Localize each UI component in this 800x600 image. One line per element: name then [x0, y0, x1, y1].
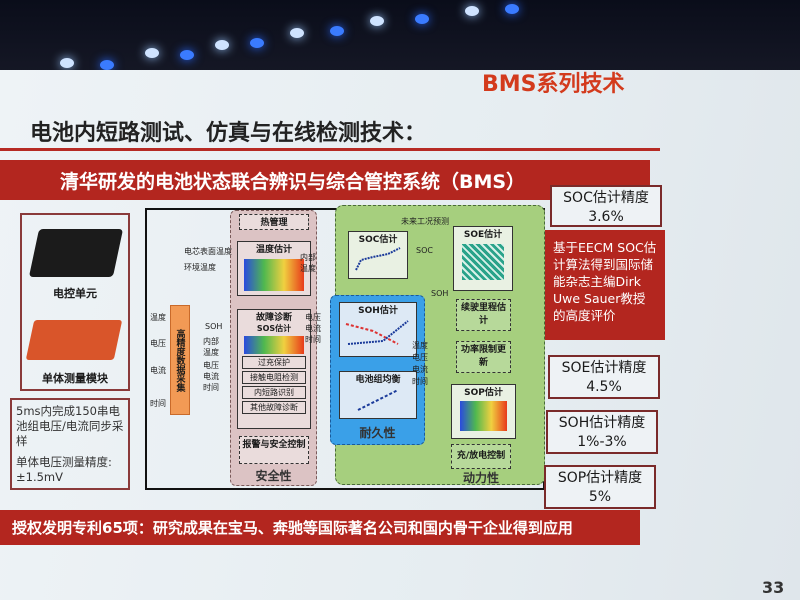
ecu-image: [28, 229, 124, 277]
internal-short: 内短路识别: [242, 386, 306, 399]
soh-estimation: SOH估计: [339, 302, 417, 357]
hardware-panel: 电控单元 单体测量模块: [20, 213, 130, 391]
power-limit-update: 功率限制更新: [456, 341, 511, 373]
fault-diagnosis: 故障诊断 SOS估计 过充保护 接触电阻检测 内短路识别 其他故障诊断: [237, 309, 311, 429]
temp-estimation-label: 温度估计: [255, 245, 292, 255]
sop-accuracy-label: SOP估计精度: [557, 470, 643, 486]
soc-accuracy-label: SOC估计精度: [563, 190, 649, 206]
soe-estimation: SOE估计: [453, 226, 513, 291]
balance-input-time: 时间: [412, 377, 428, 386]
sop-estimation-label: SOP估计: [464, 388, 503, 398]
stage-light: [415, 14, 429, 24]
sop-estimation: SOP估计: [451, 384, 516, 439]
module-image: [25, 320, 123, 360]
overcharge-protection: 过充保护: [242, 356, 306, 369]
fault-diagnosis-label: 故障诊断: [255, 313, 292, 323]
balancing-chart: [357, 389, 399, 411]
soe-estimation-label: SOE估计: [463, 230, 503, 240]
sampling-note: 5ms内完成150串电池组电压/电流同步采样 单体电压测量精度:±1.5mV: [10, 398, 130, 490]
input-temperature: 温度: [150, 313, 166, 322]
soe-accuracy-value: 4.5%: [586, 378, 622, 395]
title-divider: [0, 148, 660, 151]
accuracy-text: 单体电压测量精度:±1.5mV: [16, 454, 112, 484]
slide-title: 电池内短路测试、仿真与在线检测技术：: [30, 121, 427, 146]
thermal-management: 热管理: [239, 214, 309, 230]
soe-accuracy-box: SOE估计精度 4.5%: [548, 355, 660, 399]
ambient-temp: 环境温度: [184, 263, 216, 272]
input-voltage: 电压: [150, 339, 166, 348]
stage-light: [505, 4, 519, 14]
soc-curve: [355, 247, 401, 271]
cell-balancing: 电池组均衡: [339, 371, 417, 419]
module-label: 单体测量模块: [42, 372, 108, 385]
stage-light: [290, 28, 304, 38]
endorsement-box: 基于EECM SOC估计算法得到国际储能杂志主编Dirk Uwe Sauer教授…: [545, 230, 665, 340]
internal-temp-output: 内部温度: [300, 253, 316, 273]
soe-chart: [462, 244, 504, 280]
balance-input-voltage: 电压: [412, 353, 428, 362]
sos-input-time: 时间: [203, 383, 219, 392]
soh-accuracy-label: SOH估计精度: [558, 415, 646, 431]
balance-input-current: 电流: [412, 365, 428, 374]
safety-caption: 安全性: [255, 469, 292, 483]
stage-light: [180, 50, 194, 60]
charge-discharge-control: 充/放电控制: [451, 444, 511, 469]
stage-light: [60, 58, 74, 68]
sos-chart: [244, 336, 304, 354]
soe-accuracy-label: SOE估计精度: [561, 360, 647, 376]
stage-light: [370, 16, 384, 26]
input-current: 电流: [150, 366, 166, 375]
stage-light: [250, 38, 264, 48]
soc-estimation-label: SOC估计: [358, 235, 398, 245]
soh-input-time: 时间: [305, 335, 321, 344]
contact-resistance: 接触电阻检测: [242, 371, 306, 384]
section-banner: 清华研发的电池状态联合辨识与综合管控系统（BMS）: [0, 160, 650, 200]
future-prediction: 未来工况预测: [401, 217, 449, 226]
soh-input-voltage: 电压: [305, 313, 321, 322]
sop-map: [460, 401, 507, 431]
stage-light: [465, 6, 479, 16]
soh-estimation-label: SOH估计: [358, 306, 398, 316]
durability-module: SOH估计 电池组均衡 耐久性: [330, 295, 425, 445]
power-caption: 动力性: [462, 471, 499, 485]
cell-balancing-label: 电池组均衡: [355, 375, 401, 385]
data-acquisition-bar: 高精度数据采集: [170, 305, 190, 415]
stage-light: [145, 48, 159, 58]
other-faults: 其他故障诊断: [242, 401, 306, 414]
soc-accuracy-value: 3.6%: [588, 208, 624, 225]
ecu-label: 电控单元: [53, 287, 97, 300]
stage-light: [100, 60, 114, 70]
sos-input-internal-temp: 内部温度: [203, 337, 219, 357]
stage-light: [215, 40, 229, 50]
sos-label: SOS估计: [256, 324, 292, 333]
surface-temp: 电芯表面温度: [184, 247, 232, 256]
series-title: BMS系列技术: [482, 72, 625, 97]
page-number: 33: [762, 578, 785, 597]
sos-input-voltage: 电压: [203, 361, 219, 370]
sop-accuracy-value: 5%: [588, 488, 612, 505]
sos-input-current: 电流: [203, 372, 219, 381]
soc-accuracy-box: SOC估计精度 3.6%: [550, 185, 662, 227]
soh-accuracy-value: 1%-3%: [577, 433, 627, 450]
stage-light: [330, 26, 344, 36]
soc-link-label: SOC: [416, 246, 433, 255]
sampling-text: 5ms内完成150串电池组电压/电流同步采样: [16, 404, 124, 448]
temp-estimation: 温度估计: [237, 241, 311, 296]
sos-input-soh: SOH: [205, 322, 223, 331]
soh-accuracy-box: SOH估计精度 1%-3%: [546, 410, 658, 454]
input-time: 时间: [150, 399, 166, 408]
footer-banner: 授权发明专利65项：研究成果在宝马、奔驰等国际著名公司和国内骨干企业得到应用: [0, 510, 640, 545]
thermal-map-image: [244, 259, 304, 291]
range-estimation: 续驶里程估计: [456, 299, 511, 331]
soh-input-current: 电流: [305, 324, 321, 333]
soh-curve: [345, 320, 409, 345]
sop-accuracy-box: SOP估计精度 5%: [544, 465, 656, 509]
alarm-control: 报警与安全控制: [239, 436, 309, 464]
safety-module: 热管理 温度估计 故障诊断 SOS估计 过充保护 接触电阻检测 内短路识别 其他…: [230, 210, 317, 486]
soc-estimation: SOC估计: [348, 231, 408, 279]
durability-caption: 耐久性: [359, 426, 396, 440]
soh-link-label: SOH: [431, 289, 449, 298]
balance-input-temp: 温度: [412, 341, 428, 350]
